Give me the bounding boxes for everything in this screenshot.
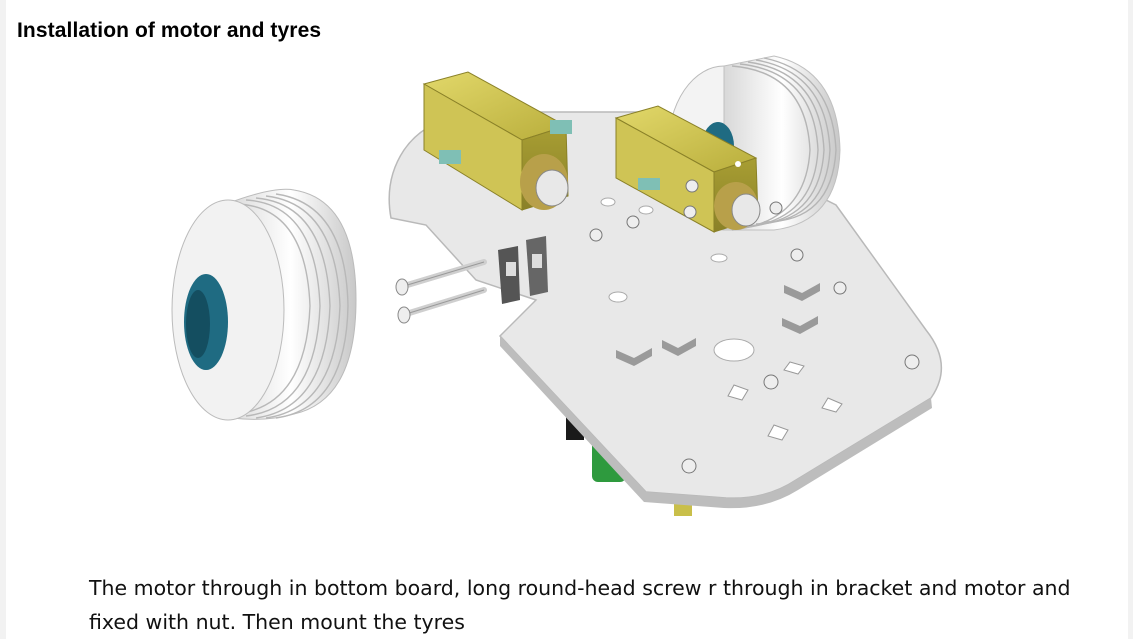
document-page: Installation of motor and tyres bbox=[6, 0, 1128, 639]
right-motor bbox=[614, 105, 783, 233]
long-screws bbox=[395, 259, 487, 324]
left-motor bbox=[422, 71, 572, 211]
section-heading: Installation of motor and tyres bbox=[17, 19, 322, 42]
assembly-illustration bbox=[171, 55, 943, 516]
brackets bbox=[498, 236, 548, 304]
left-tyre bbox=[171, 188, 357, 421]
instruction-caption: The motor through in bottom board, long … bbox=[89, 576, 1071, 634]
